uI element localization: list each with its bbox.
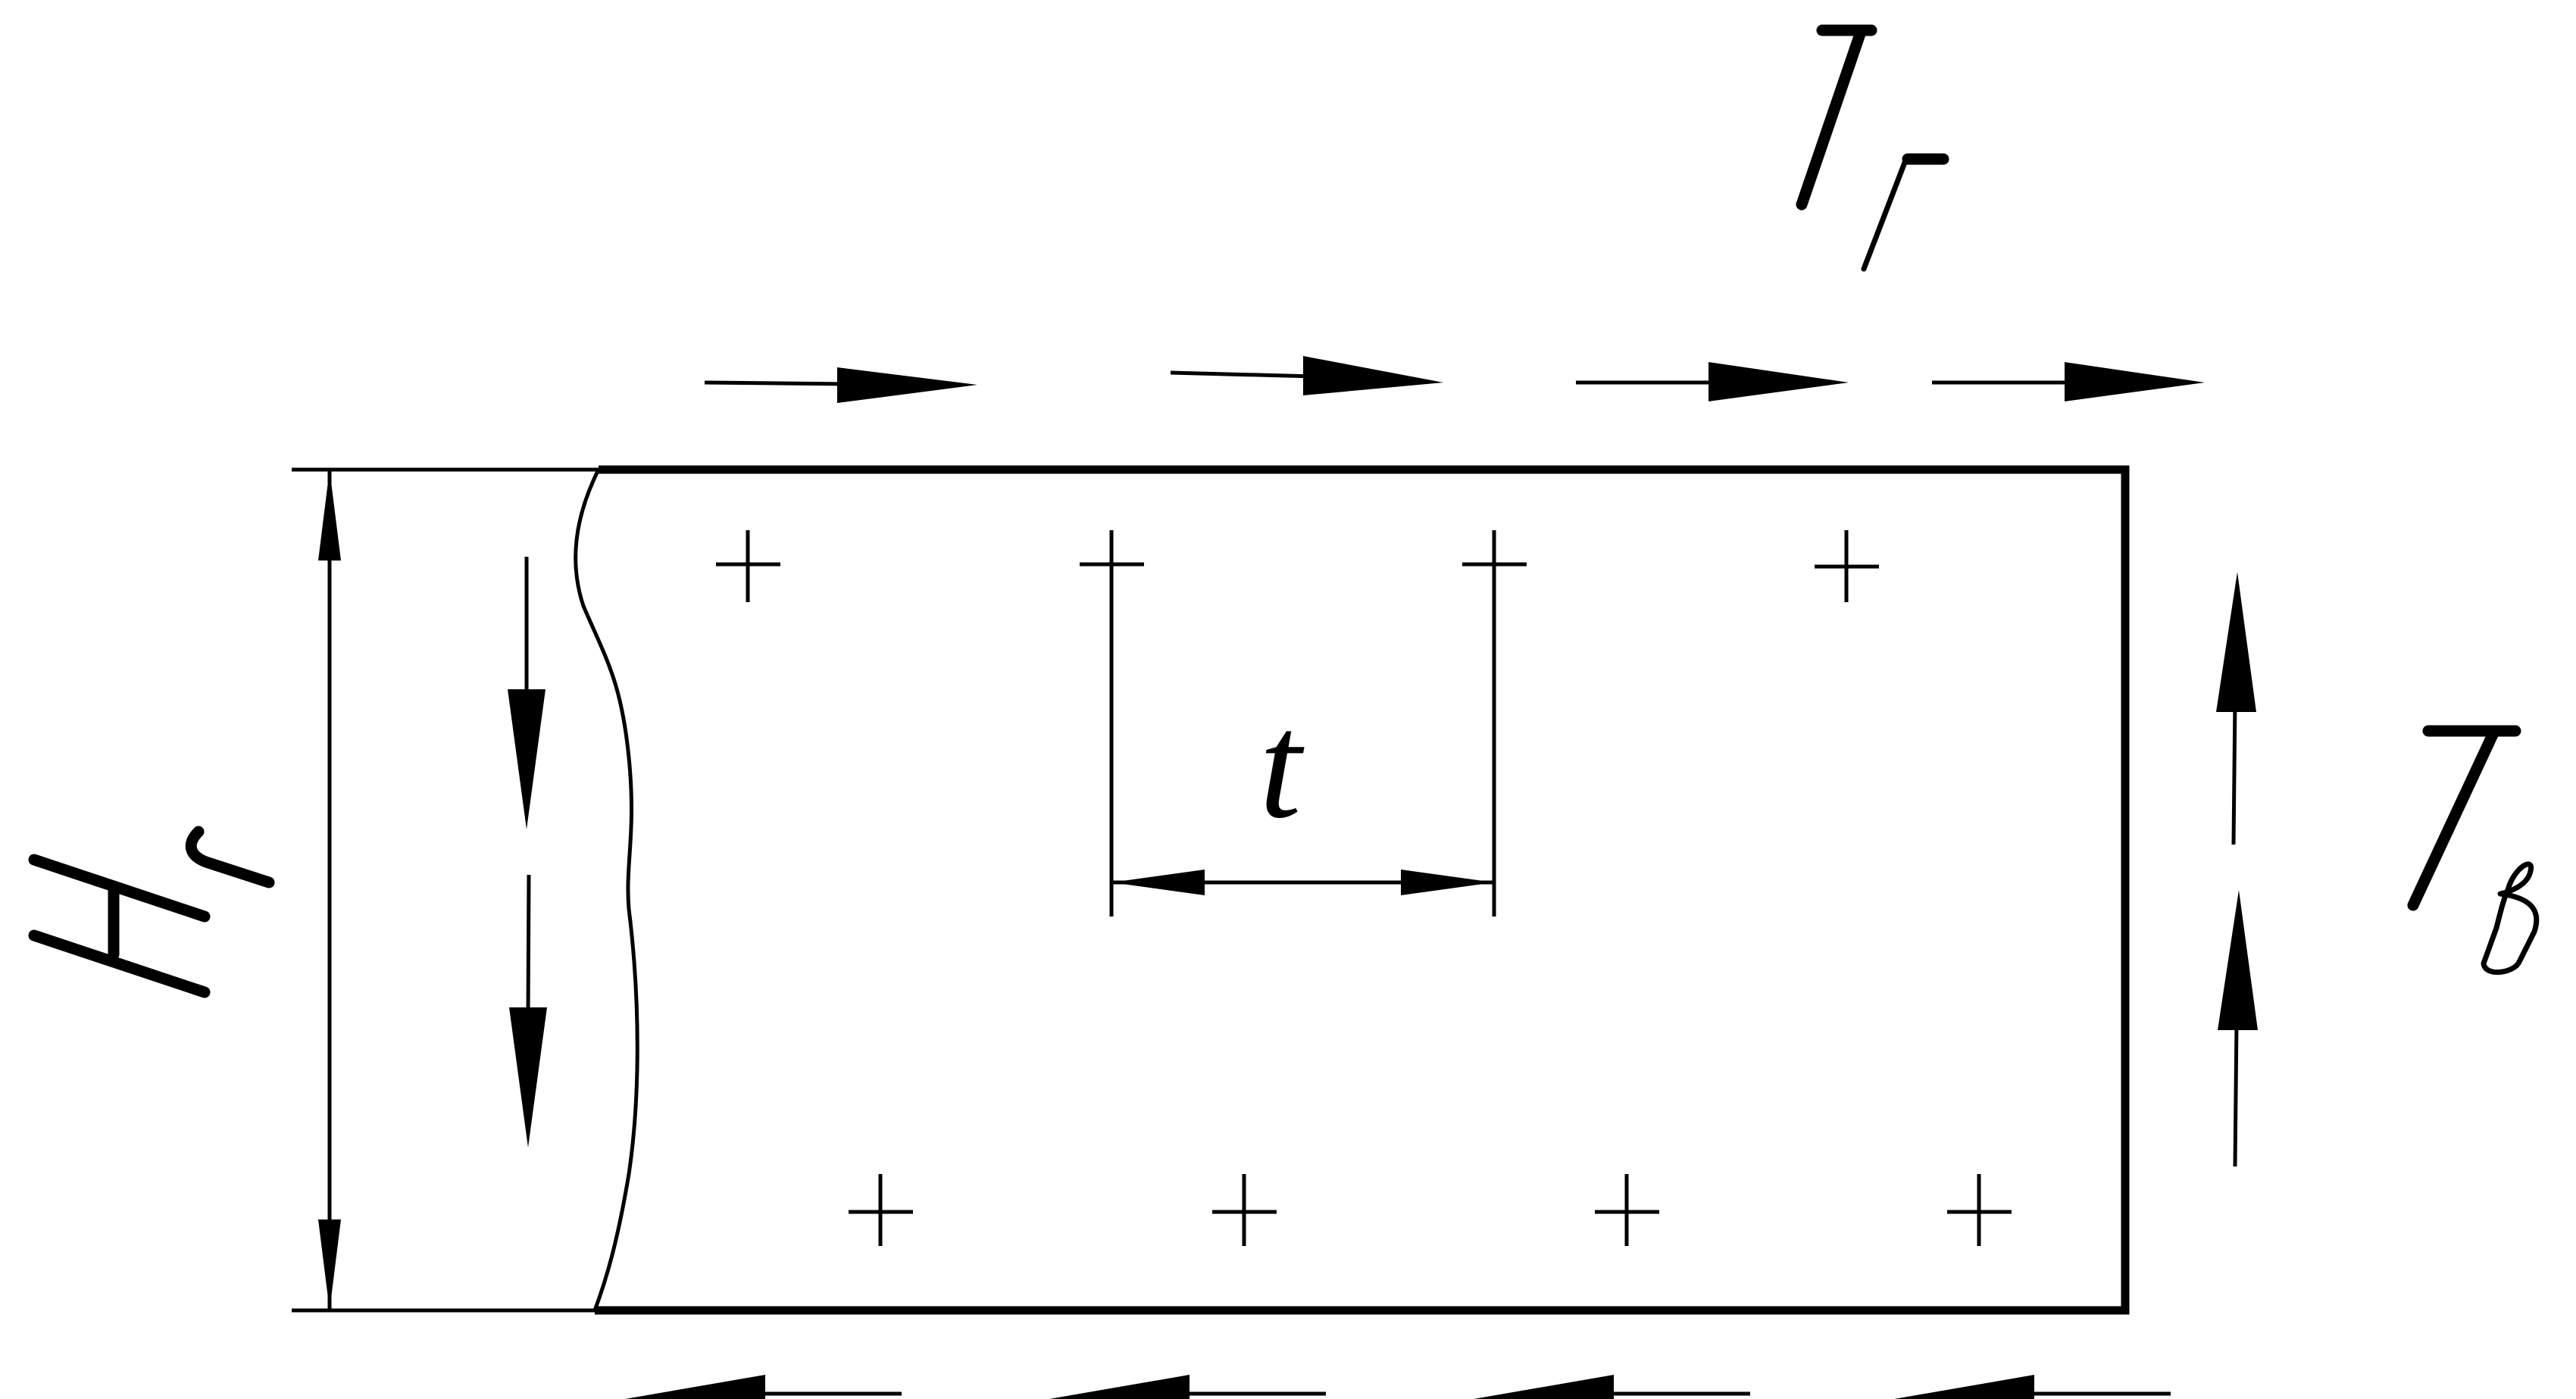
bottom-flow-arrows [625, 1375, 2171, 1399]
tube-marker [1815, 530, 1879, 602]
downward-flow-arrows [508, 557, 547, 1148]
tube-marker [1947, 1174, 2012, 1246]
gas-flow-arrows [704, 356, 2205, 403]
air-flow-arrows [2216, 572, 2258, 1167]
tube-marker [1080, 530, 1144, 917]
pitch-arrowhead-right [1401, 870, 1494, 895]
air-temperature-label: T в [2407, 725, 2540, 975]
height-label: H c [28, 826, 275, 998]
tube-marker [849, 1174, 913, 1246]
channel-block [574, 465, 2130, 1315]
tube-marker [1462, 530, 1527, 917]
pitch-label: t [1259, 682, 1305, 850]
pitch-dimension: t [1111, 682, 1494, 895]
gas-temperature-label: T г [1796, 24, 1949, 272]
dimension-arrowhead-top [318, 470, 341, 561]
tube-marker [716, 530, 780, 602]
height-dimension [292, 467, 599, 1313]
tube-marker [1212, 1174, 1277, 1246]
tube-marker [1595, 1174, 1659, 1246]
break-line [574, 468, 639, 1311]
pitch-arrowhead-left [1111, 870, 1205, 895]
tube-markers [716, 530, 2012, 1246]
dimension-arrowhead-bottom [318, 1219, 341, 1310]
